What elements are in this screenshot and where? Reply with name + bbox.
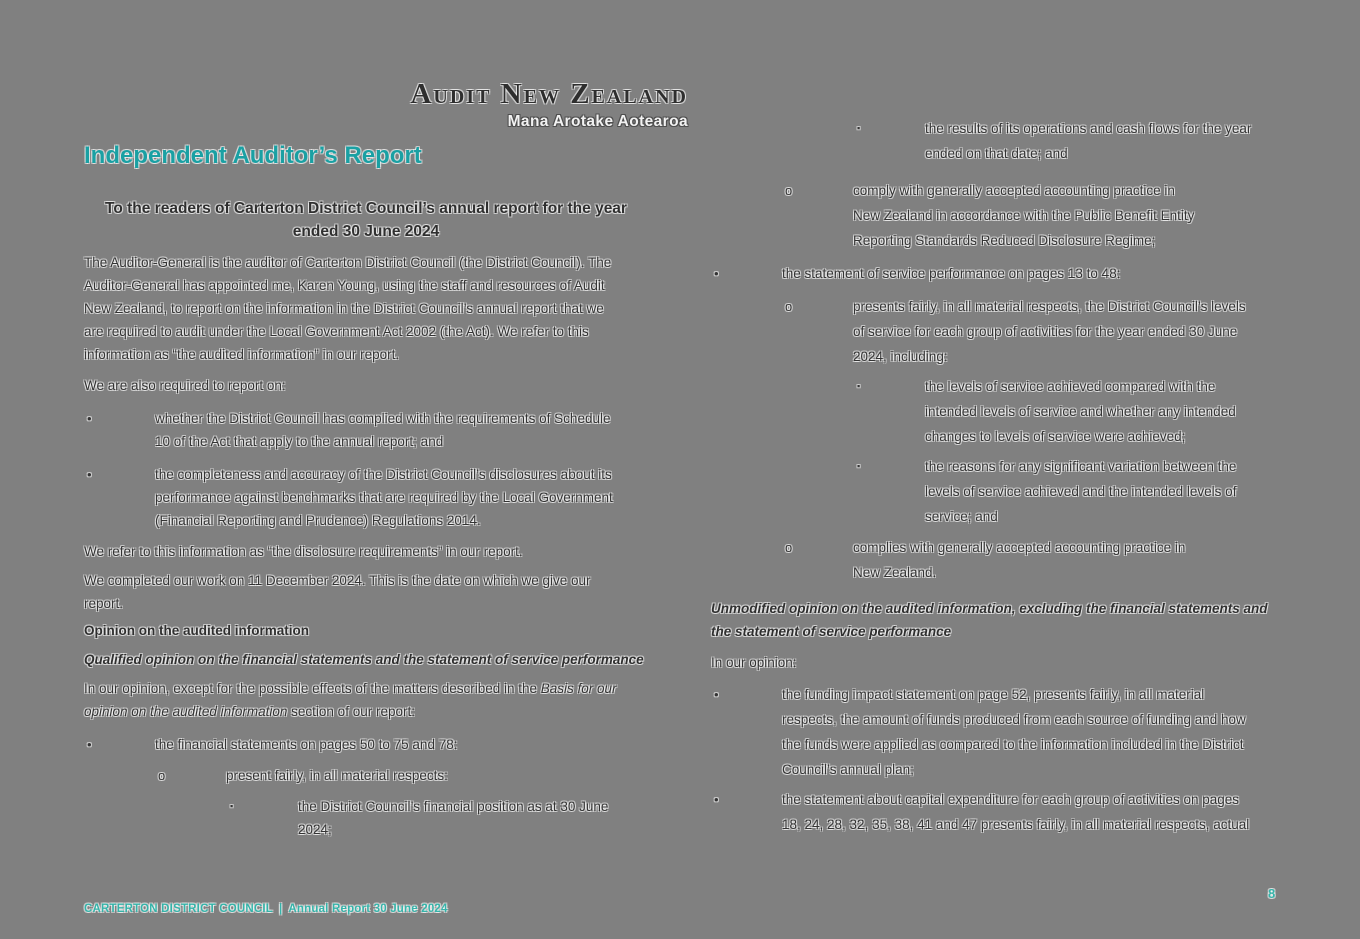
- bullet-financial-position: ▪ the District Council’s financial posit…: [84, 795, 672, 841]
- bullet-icon: ▪: [230, 801, 234, 811]
- footer-separator: |: [278, 903, 283, 915]
- bullet-service-performance: • the statement of service performance o…: [711, 261, 1303, 286]
- bullet-schedule-10: • whether the District Council has compl…: [84, 407, 672, 453]
- disclosure-paragraph: We refer to this information as “the dis…: [84, 544, 523, 559]
- intro-text-italic: opinion on the audited information: [84, 704, 288, 719]
- bullet-complies-gaap: o complies with generally accepted accou…: [711, 535, 1303, 585]
- qualified-opinion-heading: Qualified opinion on the financial state…: [84, 652, 644, 667]
- bullet-icon: •: [714, 687, 719, 702]
- bullet-icon: •: [87, 411, 92, 426]
- bullet-presents-fairly: o presents fairly, in all material respe…: [711, 294, 1303, 369]
- bullet-icon: o: [785, 299, 793, 314]
- bullet-text: the levels of service achieved compared …: [925, 379, 1236, 444]
- footer-report-label: Annual Report 30 June 2024: [288, 903, 448, 915]
- bullet-comply-gaap: o comply with generally accepted account…: [711, 178, 1303, 253]
- bullet-icon: o: [158, 768, 166, 783]
- bullet-icon: o: [785, 183, 793, 198]
- audit-nz-logo: Audit New Zealand Mana Arotake Aotearoa: [404, 78, 688, 132]
- bullet-financial-statements: • the financial statements on pages 50 t…: [84, 733, 672, 756]
- footer-council-name: CARTERTON DISTRICT COUNCIL: [84, 903, 273, 915]
- bullet-icon: •: [714, 266, 719, 281]
- completed-work-paragraph: We completed our work on 11 December 202…: [84, 573, 591, 611]
- bullet-text: presents fairly, in all material respect…: [853, 299, 1246, 364]
- bullet-levels-achieved: ▪ the levels of service achieved compare…: [711, 374, 1303, 449]
- bullet-text: the statement about capital expenditure …: [782, 792, 1250, 832]
- intro-text-normal: In our opinion, except for the possible …: [84, 681, 541, 696]
- bullet-reasons-variation: ▪ the reasons for any significant variat…: [711, 454, 1303, 529]
- bullet-icon: o: [785, 540, 793, 555]
- bullet-text: the statement of service performance on …: [782, 266, 1121, 281]
- bullet-present-fairly: o present fairly, in all material respec…: [84, 764, 672, 787]
- bullet-text: the results of its operations and cash f…: [925, 121, 1252, 161]
- bullet-completeness: • the completeness and accuracy of the D…: [84, 463, 672, 532]
- bullet-text: the completeness and accuracy of the Dis…: [155, 467, 613, 528]
- addressee-heading: To the readers of Carterton District Cou…: [105, 200, 627, 240]
- bullet-icon: •: [87, 467, 92, 482]
- qualified-opinion-intro: In our opinion, except for the possible …: [84, 677, 672, 723]
- unmodified-opinion-heading: Unmodified opinion on the audited inform…: [711, 601, 1268, 639]
- bullet-icon: ▪: [857, 381, 861, 391]
- bullet-text: whether the District Council has complie…: [155, 411, 611, 449]
- opinion-heading: Opinion on the audited information: [84, 623, 309, 638]
- bullet-text: the financial statements on pages 50 to …: [155, 737, 458, 752]
- bullet-capital-expenditure: • the statement about capital expenditur…: [711, 787, 1303, 837]
- bullet-funding-impact: • the funding impact statement on page 5…: [711, 682, 1303, 782]
- left-column: Independent Auditor’s Report To the read…: [84, 143, 672, 841]
- bullet-icon: ▪: [857, 461, 861, 471]
- bullet-text: the funding impact statement on page 52,…: [782, 687, 1246, 777]
- footer: CARTERTON DISTRICT COUNCIL | Annual Report…: [84, 903, 448, 915]
- right-column: ▪ the results of its operations and cash…: [711, 116, 1303, 837]
- logo-wordmark: Audit New Zealand: [410, 78, 688, 110]
- bullet-text: the reasons for any significant variatio…: [925, 459, 1237, 524]
- report-title: Independent Auditor’s Report: [84, 142, 422, 169]
- bullet-results-operations: ▪ the results of its operations and cash…: [711, 116, 1303, 166]
- page-number: 8: [1268, 886, 1276, 901]
- in-our-opinion-paragraph: In our opinion:: [711, 655, 797, 670]
- logo-subtitle: Mana Arotake Aotearoa: [507, 113, 688, 130]
- bullet-text: complies with generally accepted account…: [853, 540, 1186, 580]
- bullet-text: comply with generally accepted accountin…: [853, 183, 1195, 248]
- bullet-icon: ▪: [857, 123, 861, 133]
- bullet-text: the District Council’s financial positio…: [298, 799, 609, 837]
- intro-paragraph: The Auditor-General is the auditor of Ca…: [84, 255, 612, 362]
- intro-text-normal: section of our report:: [287, 704, 415, 719]
- bullet-icon: •: [714, 792, 719, 807]
- intro-text-italic: Basis for our: [540, 681, 617, 696]
- also-required-paragraph: We are also required to report on:: [84, 378, 286, 393]
- bullet-text: present fairly, in all material respects…: [226, 768, 448, 783]
- bullet-icon: •: [87, 737, 92, 752]
